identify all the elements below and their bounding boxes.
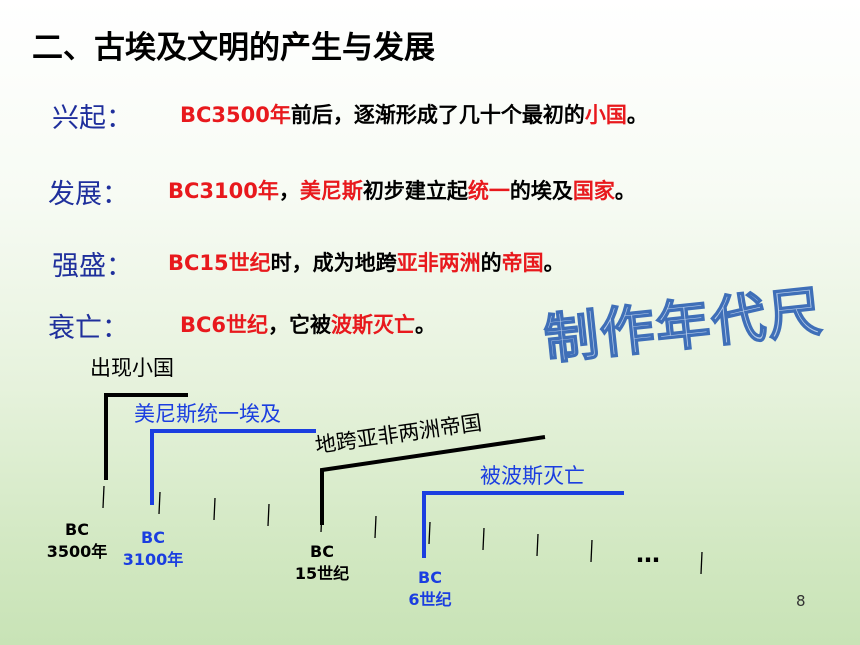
stage-text-rise: BC3500年前后，逐渐形成了几十个最初的小国。 <box>180 99 648 129</box>
stage-label-decline: 衰亡： <box>48 313 129 344</box>
tick-label-bc6c: BC 6世纪 <box>408 568 452 609</box>
highlight-text: 美尼斯 <box>299 179 363 203</box>
timeline-tick <box>374 515 377 539</box>
body-text: 的埃及 <box>509 179 573 203</box>
highlight-text: BC3100年 <box>168 179 279 203</box>
body-text: 的 <box>480 251 502 275</box>
highlight-text: BC3500年 <box>180 103 291 127</box>
tick-label-bc3500: BC 3500年 <box>46 520 108 561</box>
stage-label-rise: 兴起： <box>52 103 133 134</box>
body-text: 前后，逐渐形成了几十个最初的 <box>290 103 585 127</box>
body-text: 。 <box>543 251 565 275</box>
timeline-tick <box>158 491 161 515</box>
highlight-text: BC15世纪 <box>168 251 271 275</box>
bracket-unification <box>150 429 316 505</box>
highlight-text: 波斯灭亡 <box>331 313 416 337</box>
stage-label-development: 发展： <box>48 179 129 210</box>
stage-text-prosperity: BC15世纪时，成为地跨亚非两洲的帝国。 <box>168 247 565 277</box>
timeline-ellipsis: … <box>636 540 660 568</box>
stage-text-decline: BC6世纪，它被波斯灭亡。 <box>180 309 436 339</box>
bracket-persia <box>422 491 624 558</box>
event-label-unification: 美尼斯统一埃及 <box>134 402 281 426</box>
highlight-text: 帝国 <box>501 251 544 275</box>
highlight-text: BC6世纪 <box>180 313 269 337</box>
body-text: 。 <box>614 179 636 203</box>
timeline-tick <box>267 503 270 527</box>
stage-text-development: BC3100年，美尼斯初步建立起统一的埃及国家。 <box>168 175 636 205</box>
bracket-small-states <box>104 393 188 480</box>
timeline-tick <box>482 527 485 551</box>
body-text: ，它被 <box>268 313 332 337</box>
page-number: 8 <box>796 592 806 610</box>
highlight-text: 小国 <box>584 103 627 127</box>
stage-label-prosperity: 强盛： <box>52 251 133 282</box>
timeline-tick <box>102 485 105 509</box>
body-text: 。 <box>415 313 437 337</box>
page-title: 二、古埃及文明的产生与发展 <box>32 30 435 66</box>
timeline-tick <box>700 551 703 575</box>
body-text: 初步建立起 <box>362 179 468 203</box>
tick-label-bc3100: BC 3100年 <box>122 528 184 569</box>
timeline-tick <box>213 497 216 521</box>
highlight-text: 亚非两洲 <box>396 251 481 275</box>
body-text: 时，成为地跨 <box>270 251 397 275</box>
timeline-tick <box>428 521 431 545</box>
event-label-small-states: 出现小国 <box>90 356 174 380</box>
timeline-tick <box>536 533 539 557</box>
timeline-tick <box>590 539 593 563</box>
body-text: 。 <box>626 103 648 127</box>
highlight-text: 国家 <box>572 179 615 203</box>
event-label-persia: 被波斯灭亡 <box>480 464 585 488</box>
bracket-empire <box>320 435 546 525</box>
highlight-text: 统一 <box>467 179 510 203</box>
tick-label-bc15c: BC 15世纪 <box>294 542 350 583</box>
body-text: ， <box>278 179 300 203</box>
